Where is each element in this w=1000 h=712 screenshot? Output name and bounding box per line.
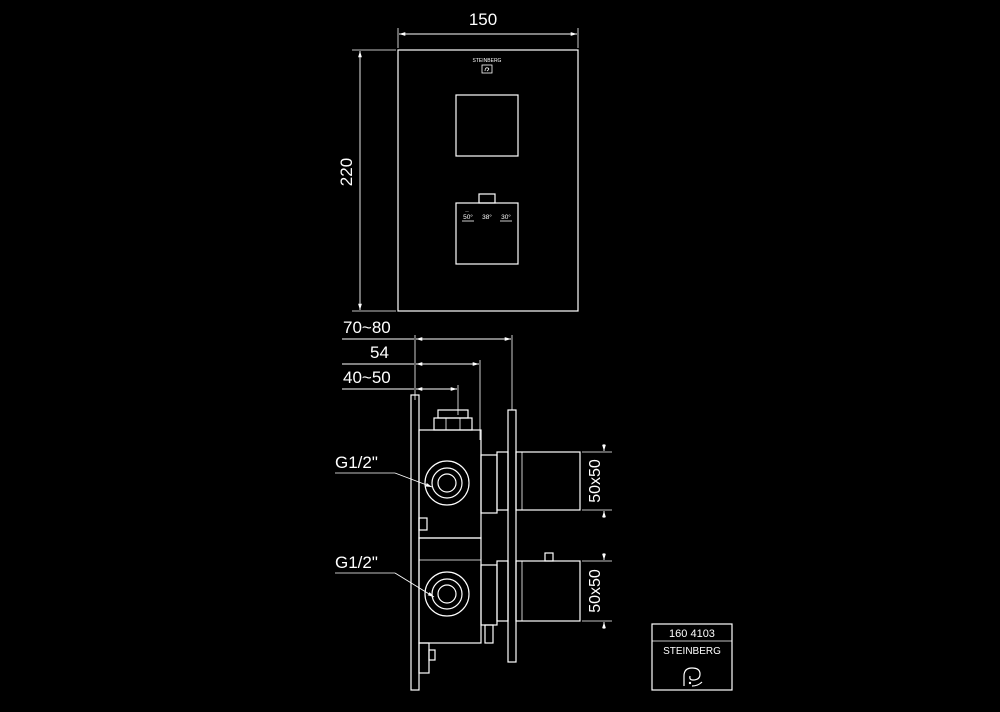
handle-top-size-label: 50x50 [587,459,604,503]
article-number: 160 4103 [669,628,715,640]
thermostat-handle-front: — 50° 38° 30° [455,193,519,265]
width-label: 150 [469,10,497,29]
cover-plate-side [507,409,517,663]
depth-total-label: 70~80 [343,318,391,337]
cover-plate [397,49,579,312]
thread-bottom-label: G1/2" [335,553,378,572]
handle-bottom-dimension: 50x50 [582,553,612,629]
plate-brand-mark: STEINBERG [473,58,502,74]
mounting-rail [410,394,420,691]
depth-min-label: 40~50 [343,368,391,387]
title-brand: STEINBERG [663,646,721,657]
depth-dimension-mid: 54 [342,343,481,440]
valve-body-lower [418,537,498,674]
svg-text:—: — [465,209,469,213]
height-label: 220 [337,158,356,186]
steinberg-logo-icon [683,667,703,687]
side-view: 70~80 54 40~50 [335,318,612,691]
inlet-lower-outer [424,571,470,617]
title-block: 160 4103 STEINBERG [651,623,733,691]
front-view: 150 220 STEINBERG — 5 [337,10,579,312]
handle-bottom-size-label: 50x50 [587,569,604,613]
thermostat-handle-side [496,552,581,622]
safety-button [478,193,496,204]
upper-handle-side [496,451,581,511]
inlet-upper-outer [424,460,470,506]
thread-bottom-callout: G1/2" [335,553,435,598]
temp-mid-label: 38° [482,213,492,221]
thread-top-label: G1/2" [335,453,378,472]
depth-mid-label: 54 [370,343,389,362]
depth-dimension-min: 40~50 [342,368,459,415]
temp-left-label: 50° [463,213,473,221]
width-dimension: 150 [397,10,579,48]
inlet-upper-inner [437,473,457,493]
upper-handle-front [455,94,519,157]
plate-logo-icon [481,64,493,74]
valve-body-upper [418,429,498,539]
depth-dimension-total: 70~80 [342,318,513,410]
top-nut [433,409,473,431]
inlet-lower-inner [437,584,457,604]
temp-right-label: 30° [501,213,511,221]
plate-brand-text: STEINBERG [473,58,502,64]
handle-top-dimension: 50x50 [582,444,612,518]
thread-top-callout: G1/2" [335,453,433,488]
height-dimension: 220 [337,49,396,312]
